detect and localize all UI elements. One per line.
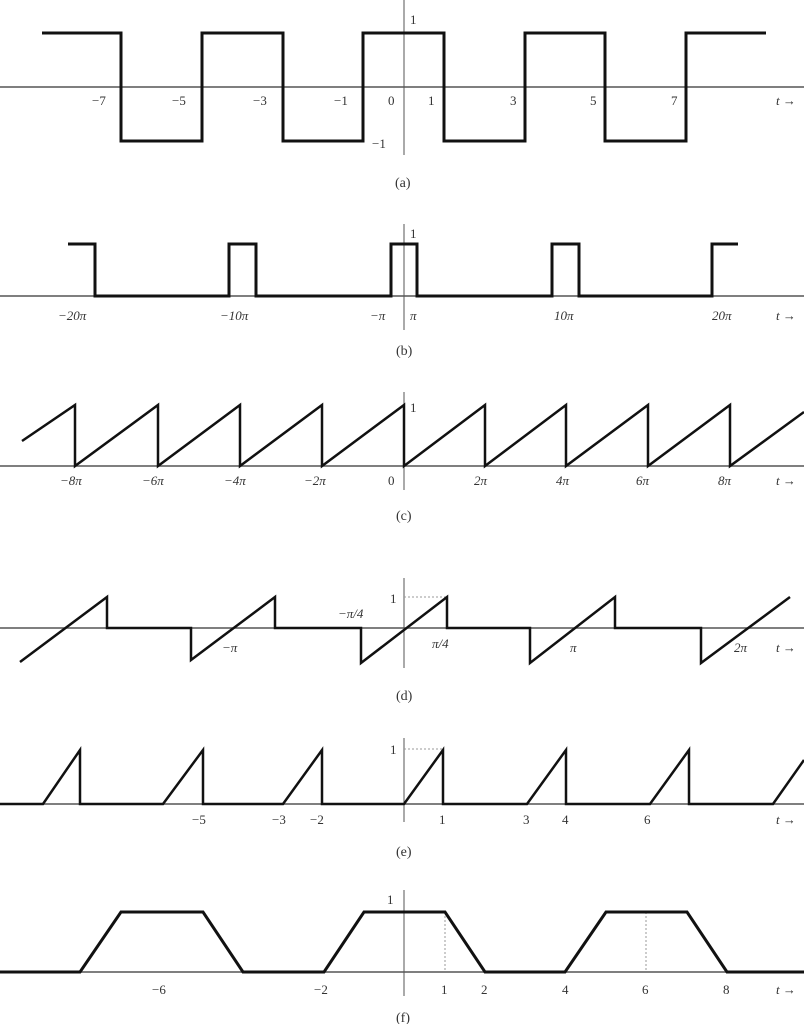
x-tick: 4 — [562, 812, 569, 827]
y-label-neg-pi-4: −π/4 — [338, 606, 364, 621]
x-tick: −8π — [60, 473, 82, 488]
x-tick: 8π — [718, 473, 732, 488]
x-tick: −10π — [220, 308, 249, 323]
x-tick: 2 — [481, 982, 488, 997]
caption-a: (a) — [395, 176, 411, 191]
panel-b: 1 −20π −10π −π π 10π 20π t → (b) — [0, 224, 804, 359]
x-tick: 4 — [562, 982, 569, 997]
x-tick: −2 — [310, 812, 324, 827]
x-tick: 1 — [439, 812, 446, 827]
x-tick: 0 — [388, 93, 395, 108]
x-tick: π — [410, 308, 417, 323]
y-label-1: 1 — [410, 226, 417, 241]
axis-label: t → — [776, 93, 796, 108]
x-tick: 5 — [590, 93, 597, 108]
y-label-1: 1 — [390, 591, 397, 606]
x-tick: −π — [222, 640, 238, 655]
x-tick: 2π — [474, 473, 488, 488]
trapezoid-wave — [0, 910, 804, 974]
axis-label: t → — [776, 812, 796, 827]
y-label-1: 1 — [390, 742, 397, 757]
ramp-wave — [19, 594, 791, 666]
x-tick: π — [570, 640, 577, 655]
pulse-train — [68, 242, 738, 298]
x-tick: −3 — [253, 93, 267, 108]
x-tick: −1 — [334, 93, 348, 108]
x-tick: 1 — [428, 93, 435, 108]
x-tick: 1 — [441, 982, 448, 997]
x-tick: π/4 — [432, 636, 449, 651]
panel-f: 1 −6 −2 1 2 4 6 8 t → (f) — [0, 890, 804, 1026]
caption-e: (e) — [396, 845, 412, 860]
axis-label: t → — [776, 473, 796, 488]
panel-a: 1 −1 −7 −5 −3 −1 0 1 3 5 7 t → (a) — [0, 0, 804, 191]
axis-label: t → — [776, 982, 796, 997]
x-tick: 6 — [642, 982, 649, 997]
y-label-1: 1 — [410, 400, 417, 415]
x-tick: −2π — [304, 473, 326, 488]
x-tick: −π — [370, 308, 386, 323]
panel-e: 1 −5 −3 −2 1 3 4 6 t → (e) — [0, 738, 804, 860]
x-tick: 0 — [388, 473, 395, 488]
x-tick: 6π — [636, 473, 650, 488]
x-tick: 7 — [671, 93, 678, 108]
x-tick: −6π — [142, 473, 164, 488]
x-tick: 3 — [510, 93, 517, 108]
x-tick: 4π — [556, 473, 570, 488]
x-tick: −4π — [224, 473, 246, 488]
square-wave — [42, 31, 766, 143]
x-tick: 2π — [734, 640, 748, 655]
x-tick: 20π — [712, 308, 732, 323]
x-tick: 8 — [723, 982, 730, 997]
x-tick: −20π — [58, 308, 87, 323]
x-tick: −6 — [152, 982, 166, 997]
axis-label: t → — [776, 640, 796, 655]
x-tick: −3 — [272, 812, 286, 827]
caption-d: (d) — [396, 689, 413, 704]
y-label-1: 1 — [387, 892, 394, 907]
x-tick: 6 — [644, 812, 651, 827]
ramp-pulse-wave — [0, 745, 804, 806]
panel-c: 1 −8π −6π −4π −2π 0 2π 4π 6π 8π t → (c) — [0, 392, 804, 524]
x-tick: 3 — [523, 812, 530, 827]
axis-label: t → — [776, 308, 796, 323]
x-tick: −7 — [92, 93, 106, 108]
y-label-1: 1 — [410, 12, 417, 27]
caption-b: (b) — [396, 344, 413, 359]
panel-d: 1 −π/4 −π π/4 π 2π t → (d) — [0, 578, 804, 704]
caption-c: (c) — [396, 509, 412, 524]
x-tick: −5 — [172, 93, 186, 108]
y-label-neg1: −1 — [372, 136, 386, 151]
caption-f: (f) — [396, 1011, 410, 1024]
sawtooth-wave — [21, 402, 804, 469]
x-tick: −5 — [192, 812, 206, 827]
x-tick: 10π — [554, 308, 574, 323]
x-tick: −2 — [314, 982, 328, 997]
